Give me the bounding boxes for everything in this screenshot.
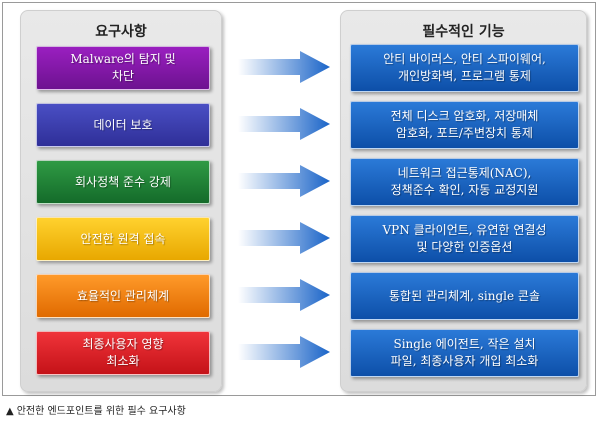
right-arrow-icon <box>238 165 330 197</box>
features-header: 필수적인 기능 <box>422 24 505 40</box>
right-arrow-icon <box>238 336 330 368</box>
triangle-marker-icon: ▲ <box>6 406 14 417</box>
caption-text: 안전한 엔드포인트를 위한 필수 요구사항 <box>16 406 186 417</box>
requirement-box: 효율적인 관리체계 <box>36 274 210 318</box>
requirement-box: 안전한 원격 접속 <box>36 217 210 261</box>
figure-caption: ▲안전한 엔드포인트를 위한 필수 요구사항 <box>6 402 186 417</box>
right-arrow-icon <box>238 51 330 83</box>
right-arrow-icon <box>238 108 330 140</box>
requirement-box: 데이터 보호 <box>36 103 210 147</box>
right-arrow-icon <box>238 222 330 254</box>
feature-box: 네트워크 접근통제(NAC),정책준수 확인, 자동 교정지원 <box>350 158 579 206</box>
requirement-box: 회사정책 준수 강제 <box>36 160 210 204</box>
right-arrow-icon <box>238 279 330 311</box>
feature-box: 안티 바이러스, 안티 스파이웨어,개인방화벽, 프로그램 통제 <box>350 44 579 92</box>
feature-box: 통합된 관리체계, single 콘솔 <box>350 272 579 320</box>
requirements-header: 요구사항 <box>95 24 147 40</box>
